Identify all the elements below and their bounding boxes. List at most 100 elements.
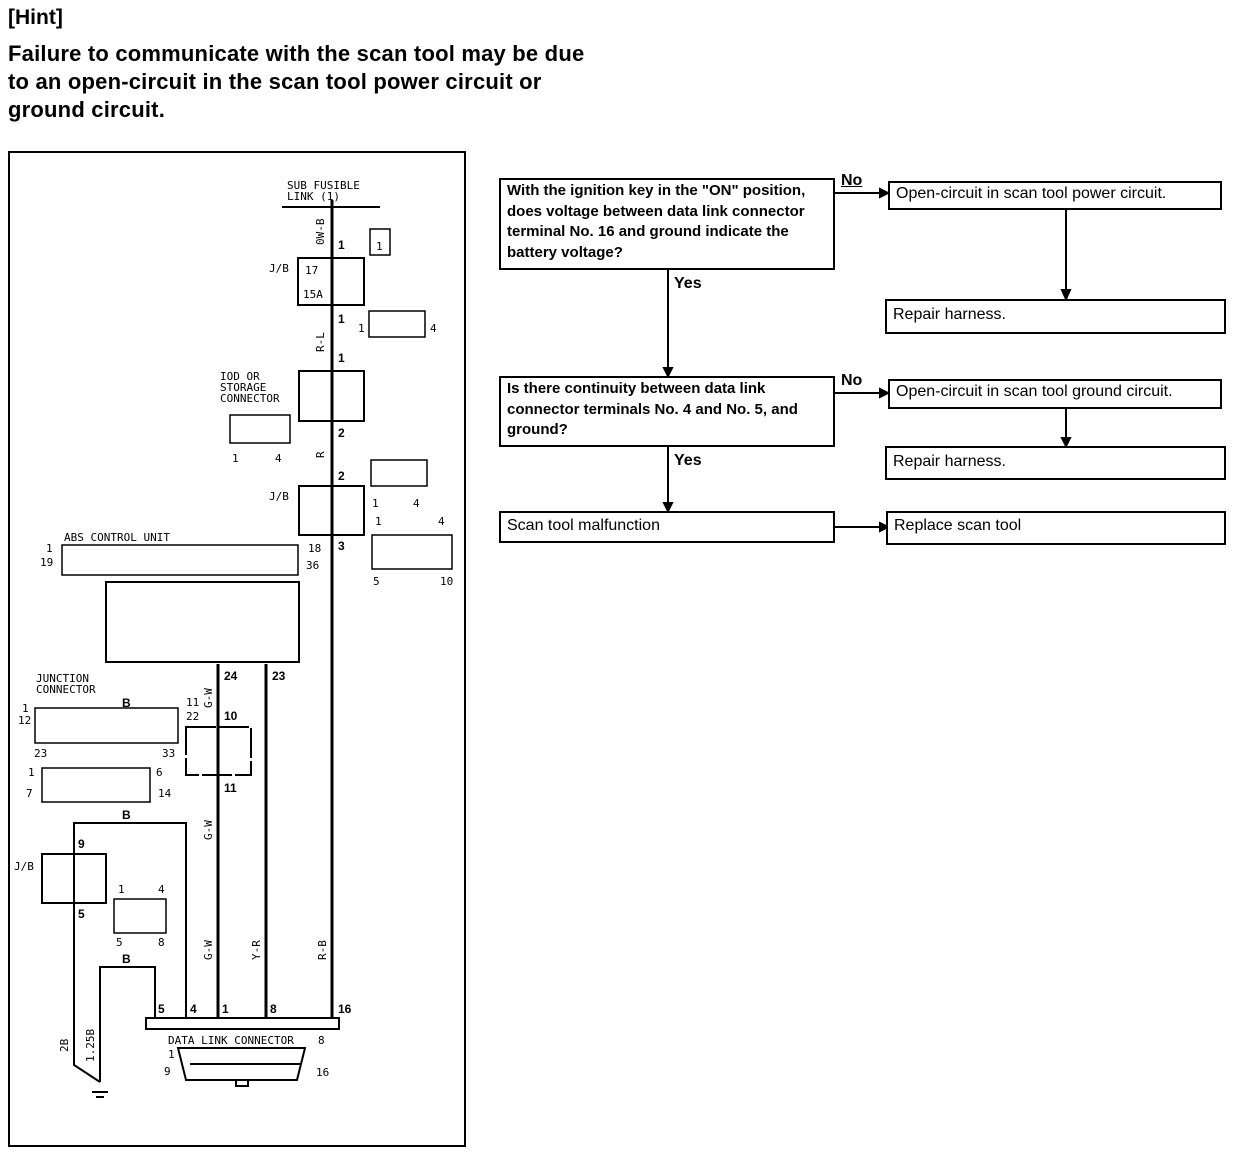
hint-title: [Hint] bbox=[8, 6, 63, 29]
connector-c1 bbox=[369, 228, 391, 256]
fuse-rating: 15A bbox=[303, 288, 323, 301]
jb-box-low bbox=[41, 853, 107, 904]
terminal-10: 10 bbox=[224, 709, 238, 723]
junc-r3e: 33 bbox=[162, 747, 175, 760]
abs-r2s: 19 bbox=[40, 556, 53, 569]
wire-color-dlc-1: G-W bbox=[202, 940, 215, 960]
dlc-terminal-1: 1 bbox=[222, 1002, 229, 1016]
wire-color-g-w-upper: G-W bbox=[202, 688, 215, 708]
scan-tool-malfunction-box: Scan tool malfunction bbox=[499, 511, 835, 543]
abs-r2e: 36 bbox=[306, 559, 319, 572]
iod-label-3: CONNECTOR bbox=[220, 392, 280, 405]
wire-color-dlc-8: Y-R bbox=[250, 940, 263, 960]
terminal-11: 11 bbox=[224, 781, 237, 795]
wire-color-2b: 2B bbox=[58, 1038, 71, 1052]
iod-left: 1 bbox=[232, 452, 239, 465]
no-label-1: No bbox=[841, 172, 863, 189]
junc-r1s: 1 bbox=[22, 702, 29, 715]
sub-fusible-link-label-1: SUB FUSIBLE bbox=[287, 179, 360, 192]
abs-unit-box bbox=[105, 581, 300, 663]
wire-color-b-ground: B bbox=[122, 952, 131, 966]
dlc-terminal-4: 4 bbox=[190, 1002, 197, 1016]
junction-box bbox=[185, 726, 252, 776]
terminal-1c: 1 bbox=[338, 351, 345, 365]
abs-r1s: 1 bbox=[46, 542, 53, 555]
jb10-bl: 5 bbox=[373, 575, 380, 588]
wire-color-125b: 1.25B bbox=[84, 1029, 97, 1062]
dlc-r2e: 16 bbox=[316, 1066, 329, 1079]
c14-r2e: 14 bbox=[158, 787, 172, 800]
c8-bl: 5 bbox=[116, 936, 123, 949]
repair-box-1: Repair harness. bbox=[885, 299, 1226, 334]
connector-jb-10 bbox=[371, 534, 453, 570]
sub-fusible-link-label-2: LINK (1) bbox=[287, 190, 340, 203]
repair-box-2: Repair harness. bbox=[885, 446, 1226, 480]
wire-b-loop bbox=[73, 822, 187, 1030]
jb4-right: 4 bbox=[413, 497, 420, 510]
terminal-1a: 1 bbox=[338, 238, 345, 252]
wire-color-power: R-L bbox=[314, 332, 327, 352]
arrowhead-q1-no bbox=[879, 187, 891, 199]
jb-label-top: J/B bbox=[269, 262, 289, 275]
connector-abs bbox=[61, 544, 299, 576]
hint-body: Failure to communicate with the scan too… bbox=[8, 41, 585, 122]
no-label-2: No bbox=[841, 372, 863, 389]
jb10-tl: 1 bbox=[375, 515, 382, 528]
replace-scan-tool-box: Replace scan tool bbox=[886, 511, 1226, 545]
wiring-diagram-frame bbox=[8, 151, 466, 1147]
connector-c1-pin: 1 bbox=[376, 240, 383, 253]
jb10-tr: 4 bbox=[438, 515, 445, 528]
c14-r1e: 6 bbox=[156, 766, 163, 779]
wire-2b bbox=[73, 1030, 101, 1083]
jb-box-mid bbox=[298, 485, 365, 536]
wire-color-b-loop: B bbox=[122, 808, 131, 822]
dlc-terminal-5: 5 bbox=[158, 1002, 165, 1016]
connector-c8 bbox=[113, 898, 167, 934]
connector-junction bbox=[34, 707, 179, 744]
terminal-5a: 5 bbox=[78, 907, 85, 921]
wiring-diagram: SUB FUSIBLE LINK (1) J/B 17 15A J/B J/B … bbox=[14, 179, 453, 1098]
jb4-left: 1 bbox=[372, 497, 379, 510]
yes-label-2: Yes bbox=[674, 452, 702, 469]
c8-tl: 1 bbox=[118, 883, 125, 896]
dlc-terminal-8: 8 bbox=[270, 1002, 277, 1016]
jb-box-top bbox=[297, 257, 365, 306]
jb10-br: 10 bbox=[440, 575, 453, 588]
terminal-23: 23 bbox=[272, 669, 286, 683]
question-box-2: Is there continuity between data link co… bbox=[499, 376, 835, 447]
junction-mark-b: B bbox=[122, 696, 131, 710]
connector-iod bbox=[229, 414, 291, 444]
c8-tr: 4 bbox=[158, 883, 165, 896]
junc-r3s: 23 bbox=[34, 747, 47, 760]
junction-label-2: CONNECTOR bbox=[36, 683, 96, 696]
c14-r2s: 7 bbox=[26, 787, 33, 800]
dlc-r2s: 9 bbox=[164, 1065, 171, 1078]
abs-r1e: 18 bbox=[308, 542, 321, 555]
dlc-terminal-16: 16 bbox=[338, 1002, 352, 1016]
dlc-r1s: 1 bbox=[168, 1048, 175, 1061]
terminal-3: 3 bbox=[338, 539, 345, 553]
junc-r2s: 12 bbox=[18, 714, 31, 727]
iod-label-1: IOD OR bbox=[220, 370, 260, 383]
c8-br: 8 bbox=[158, 936, 165, 949]
fuse-number: 17 bbox=[305, 264, 318, 277]
question-box-1: With the ignition key in the "ON" positi… bbox=[499, 178, 835, 270]
wire-color-g-w-lower: G-W bbox=[202, 820, 215, 840]
wire-color-dlc-16: R-B bbox=[316, 940, 329, 960]
connector-jb-4 bbox=[370, 459, 428, 487]
jb-label-low: J/B bbox=[14, 860, 34, 873]
wire-b-ground bbox=[99, 966, 156, 1082]
wire-color-top: 0W-B bbox=[314, 218, 327, 245]
terminal-1b: 1 bbox=[338, 312, 345, 326]
abs-label: ABS CONTROL UNIT bbox=[64, 531, 170, 544]
terminal-2b: 2 bbox=[338, 469, 345, 483]
terminal-24: 24 bbox=[224, 669, 238, 683]
junc-r1e: 11 bbox=[186, 696, 199, 709]
dlc-r1e: 8 bbox=[318, 1034, 325, 1047]
c4-right: 4 bbox=[430, 322, 437, 335]
iod-box bbox=[298, 370, 365, 422]
junction-label-1: JUNCTION bbox=[36, 672, 89, 685]
connector-c14 bbox=[41, 767, 151, 803]
dlc-bar bbox=[145, 1017, 340, 1030]
junc-r2e: 22 bbox=[186, 710, 199, 723]
